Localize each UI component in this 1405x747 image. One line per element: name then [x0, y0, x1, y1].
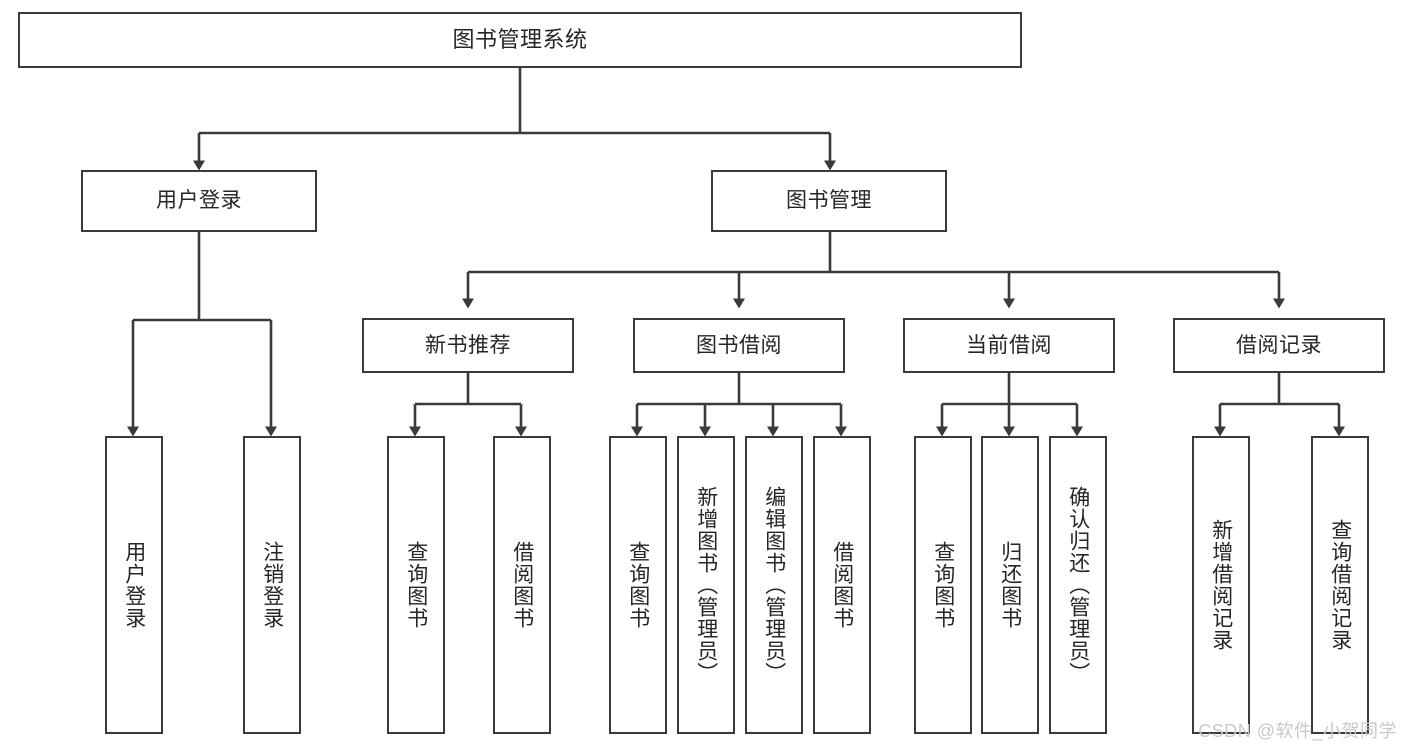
- node-leaf-label: 查询图书: [404, 541, 428, 629]
- node-root-system[interactable]: 图书管理系统: [18, 12, 1022, 68]
- node-leaf-label: 查询图书: [931, 541, 955, 629]
- node-borrow-record[interactable]: 借阅记录: [1173, 318, 1385, 373]
- node-user-login[interactable]: 用户登录: [81, 170, 317, 232]
- node-leaf-current-borrow-return[interactable]: 归还图书: [981, 436, 1039, 734]
- node-leaf-label: 借阅图书: [510, 541, 534, 629]
- node-leaf-current-borrow-query[interactable]: 查询图书: [914, 436, 972, 734]
- node-leaf-label: 注销登录: [260, 541, 284, 629]
- node-current-borrow-label: 当前借阅: [966, 333, 1052, 357]
- node-user-login-label: 用户登录: [156, 189, 242, 213]
- node-leaf-book-borrow-edit[interactable]: 编辑图书（管理员）: [745, 436, 803, 734]
- watermark-text: CSDN @软件_小贺同学: [1198, 721, 1397, 741]
- node-leaf-label: 借阅图书: [830, 541, 854, 629]
- node-leaf-book-borrow-borrow[interactable]: 借阅图书: [813, 436, 871, 734]
- node-leaf-label: 归还图书: [998, 541, 1022, 629]
- node-current-borrow[interactable]: 当前借阅: [903, 318, 1115, 373]
- node-book-management-label: 图书管理: [786, 189, 872, 213]
- node-leaf-label: 新增借阅记录: [1209, 519, 1233, 651]
- node-leaf-borrow-record-query[interactable]: 查询借阅记录: [1311, 436, 1369, 734]
- node-leaf-label: 编辑图书（管理员）: [762, 486, 786, 684]
- node-new-book-recommend[interactable]: 新书推荐: [362, 318, 574, 373]
- node-leaf-borrow-record-add[interactable]: 新增借阅记录: [1192, 436, 1250, 734]
- node-leaf-new-book-borrow[interactable]: 借阅图书: [493, 436, 551, 734]
- node-leaf-new-book-query[interactable]: 查询图书: [387, 436, 445, 734]
- node-leaf-user-login-login[interactable]: 用户登录: [105, 436, 163, 734]
- node-leaf-label: 查询图书: [626, 541, 650, 629]
- node-leaf-label: 新增图书（管理员）: [694, 486, 718, 684]
- node-leaf-book-borrow-add[interactable]: 新增图书（管理员）: [677, 436, 735, 734]
- node-new-book-recommend-label: 新书推荐: [425, 333, 511, 357]
- node-leaf-label: 确认归还（管理员）: [1066, 486, 1090, 684]
- node-book-borrow[interactable]: 图书借阅: [633, 318, 845, 373]
- node-leaf-label: 用户登录: [122, 541, 146, 629]
- node-book-borrow-label: 图书借阅: [696, 333, 782, 357]
- node-leaf-user-login-logout[interactable]: 注销登录: [243, 436, 301, 734]
- node-book-management[interactable]: 图书管理: [711, 170, 947, 232]
- node-root-label: 图书管理系统: [452, 26, 588, 52]
- node-borrow-record-label: 借阅记录: [1236, 333, 1322, 357]
- node-leaf-current-borrow-confirm[interactable]: 确认归还（管理员）: [1049, 436, 1107, 734]
- node-leaf-label: 查询借阅记录: [1328, 519, 1352, 651]
- node-leaf-book-borrow-query[interactable]: 查询图书: [609, 436, 667, 734]
